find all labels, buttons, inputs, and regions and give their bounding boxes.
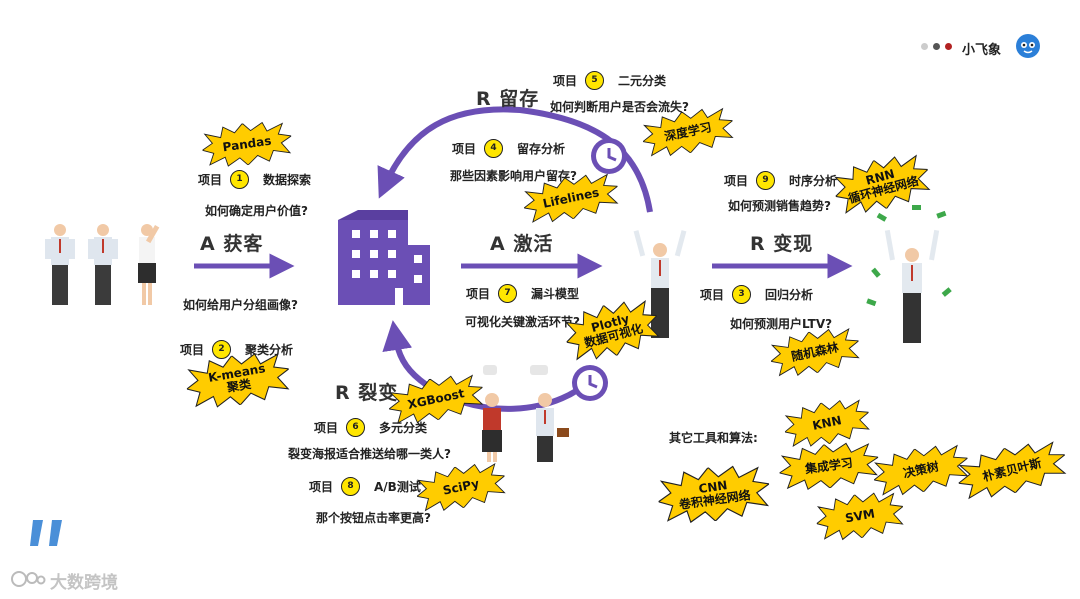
badge-label: Lifelines [541, 184, 601, 211]
project-4: 项目 4 留存分析 [452, 139, 565, 158]
badge-label: SVM [843, 506, 876, 525]
project-name: 多元分类 [379, 421, 428, 435]
project-5: 项目 5 二元分类 [553, 71, 666, 90]
project-number: 7 [498, 284, 518, 303]
project-question: 如何判断用户是否会流失? [550, 100, 689, 114]
clock-icon [572, 365, 608, 401]
project-question: 可视化关键激活环节? [465, 315, 580, 329]
project-label: 项目 [180, 343, 205, 357]
project-question: 如何确定用户价值? [205, 204, 308, 218]
project-label: 项目 [452, 142, 477, 156]
project-question: 如何预测销售趋势? [728, 199, 831, 213]
project-name: 时序分析 [789, 174, 838, 188]
project-number: 1 [230, 170, 250, 189]
handshake-people-icon [482, 365, 569, 462]
project-name: A/B测试 [374, 480, 421, 494]
project-number: 6 [346, 418, 366, 437]
project-question: 如何预测用户LTV? [730, 317, 833, 331]
building-icon [338, 210, 430, 305]
project-2: 项目 2 聚类分析 [180, 340, 293, 359]
project-label: 项目 [724, 174, 749, 188]
people-group-icon [45, 224, 160, 305]
project-9: 项目 9 时序分析 [724, 171, 837, 190]
dot-icon [933, 43, 940, 50]
stage-acquire: A 获客 [200, 233, 264, 255]
dot-icon [945, 43, 952, 50]
badge-label: 深度学习 [662, 119, 713, 144]
brand-dots [921, 43, 952, 50]
project-number: 9 [756, 171, 776, 190]
badge-label: XGBoost [406, 385, 466, 412]
project-1: 项目 1 数据探索 [198, 170, 311, 189]
badge-label: 集成学习 [804, 455, 854, 476]
watermark-text: 大数跨境 [50, 573, 118, 593]
project-label: 项目 [309, 480, 334, 494]
project-number: 8 [341, 477, 361, 496]
project-6: 项目 6 多元分类 [314, 418, 427, 437]
cheering-person-icon [633, 230, 687, 338]
project-question: 如何给用户分组画像? [183, 298, 298, 312]
project-name: 聚类分析 [245, 343, 294, 357]
badge-label: 朴素贝叶斯 [981, 455, 1043, 484]
project-label: 项目 [466, 287, 491, 301]
stage-referral: R 裂变 [335, 382, 399, 404]
project-question: 那个按钮点击率更高? [316, 511, 431, 525]
quote-icon [30, 520, 62, 546]
clock-icon [591, 138, 627, 174]
project-name: 数据探索 [263, 173, 312, 187]
stage-retain: R 留存 [476, 88, 540, 110]
project-label: 项目 [198, 173, 223, 187]
project-3: 项目 3 回归分析 [700, 285, 813, 304]
badge-label: Pandas [221, 133, 273, 154]
project-label: 项目 [314, 421, 339, 435]
project-label: 项目 [553, 74, 578, 88]
dot-icon [921, 43, 928, 50]
retain-arc [377, 106, 653, 213]
project-number: 5 [585, 71, 605, 90]
other-tools-title: 其它工具和算法: [669, 431, 758, 445]
project-8: 项目 8 A/B测试 [309, 477, 421, 496]
project-label: 项目 [700, 288, 725, 302]
project-number: 2 [212, 340, 232, 359]
stage-revenue: R 变现 [750, 233, 814, 255]
project-name: 漏斗模型 [531, 287, 580, 301]
project-name: 留存分析 [517, 142, 566, 156]
badge-label: 决策树 [901, 458, 940, 481]
money-person-icon [866, 205, 952, 343]
project-number: 3 [732, 285, 752, 304]
project-name: 二元分类 [618, 74, 667, 88]
project-number: 4 [484, 139, 504, 158]
badge-label: KNN [811, 412, 843, 433]
badge-label: 卷积神经网络 [678, 487, 752, 512]
badge-label: SciPy [441, 475, 481, 498]
project-question: 那些因素影响用户留存? [450, 169, 577, 183]
brand-logo-icon [1015, 33, 1041, 59]
brand-name: 小飞象 [962, 43, 1002, 58]
project-7: 项目 7 漏斗模型 [466, 284, 579, 303]
watermark-logo-icon [10, 569, 46, 593]
stage-activate: A 激活 [490, 233, 554, 255]
project-question: 裂变海报适合推送给哪一类人? [288, 447, 451, 461]
badge-label: 随机森林 [789, 339, 840, 364]
badge-label: 聚类 [225, 376, 253, 395]
project-name: 回归分析 [765, 288, 814, 302]
